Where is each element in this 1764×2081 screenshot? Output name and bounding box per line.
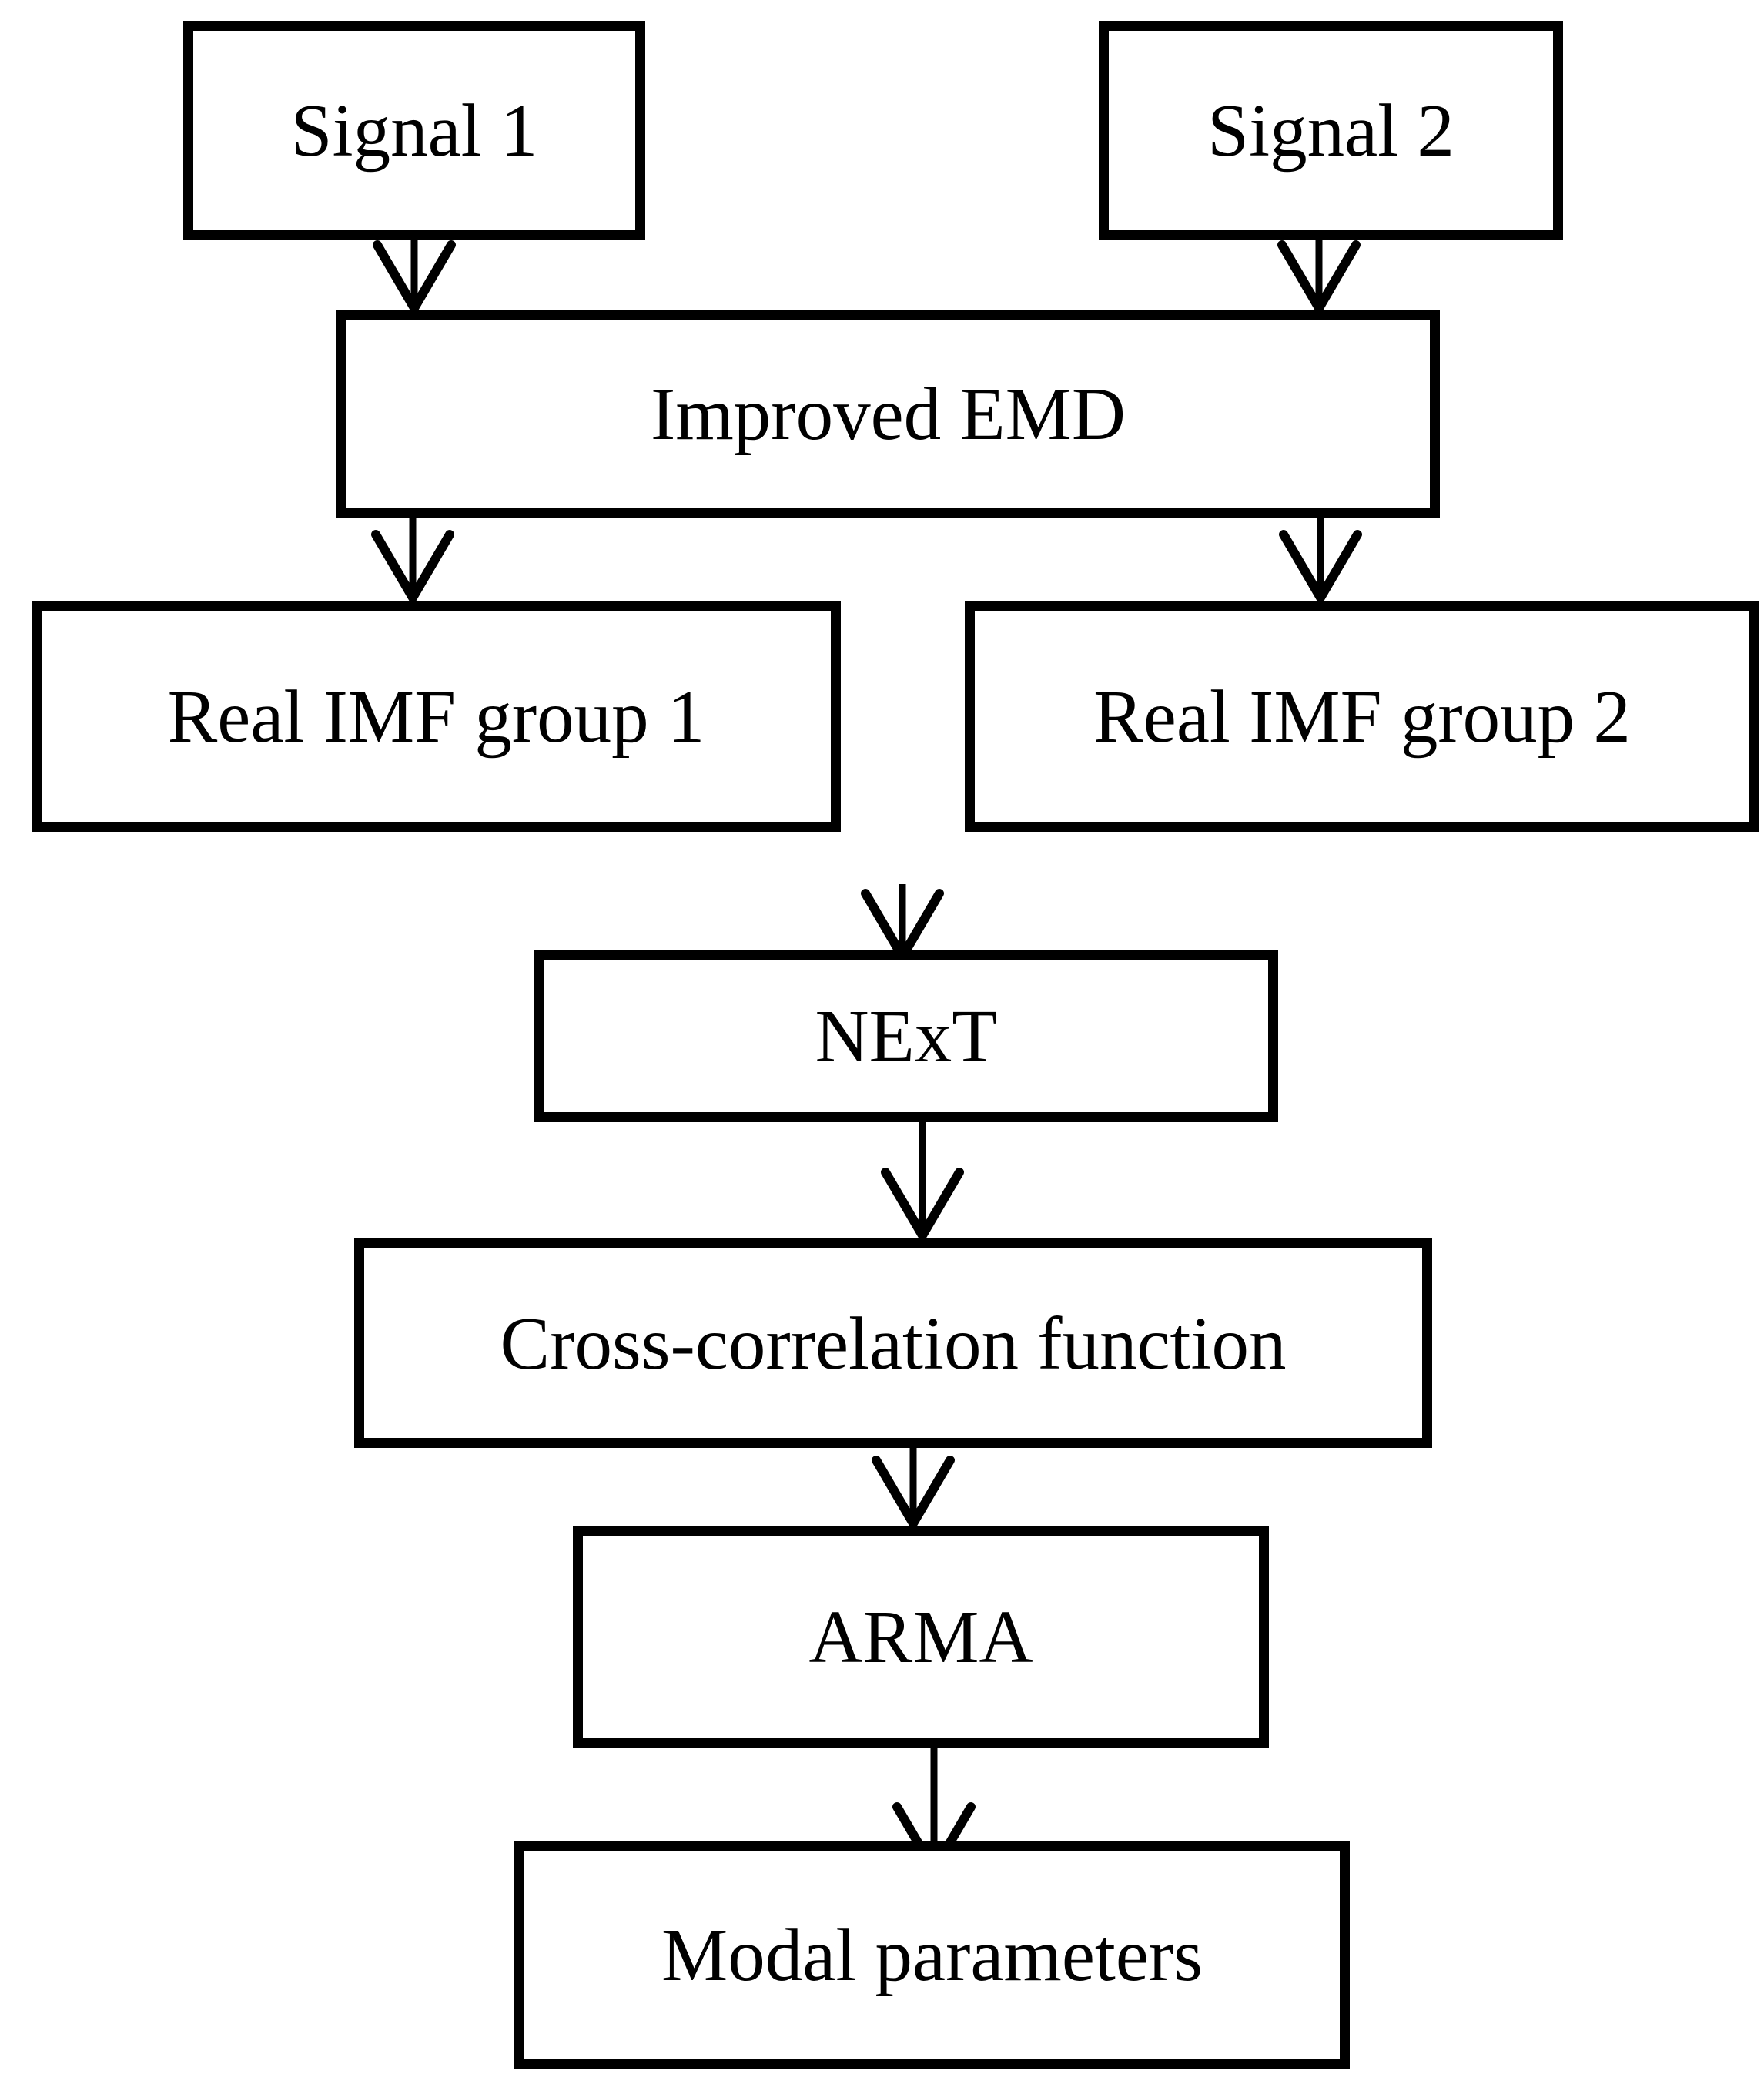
- node-real-imf-group-2: Real IMF group 2: [965, 601, 1759, 832]
- node-label-signal-2: Signal 2: [1207, 89, 1454, 172]
- arrow-into-next: [861, 884, 944, 966]
- arrow-cross-correlation-to-arma: [872, 1448, 955, 1533]
- node-cross-correlation-function: Cross-correlation function: [354, 1238, 1432, 1448]
- node-next: NExT: [534, 950, 1278, 1122]
- arrow-improved-emd-to-real-imf-group-2: [1279, 518, 1362, 607]
- arrow-signal-2-to-improved-emd: [1277, 240, 1361, 317]
- node-real-imf-group-1: Real IMF group 1: [32, 601, 841, 832]
- node-arma: ARMA: [573, 1526, 1269, 1748]
- node-signal-2: Signal 2: [1099, 21, 1563, 240]
- node-label-arma: ARMA: [808, 1596, 1033, 1678]
- node-label-real-imf-group-2: Real IMF group 2: [1093, 675, 1631, 758]
- arrow-improved-emd-to-real-imf-group-1: [371, 518, 454, 607]
- node-signal-1: Signal 1: [183, 21, 645, 240]
- node-label-improved-emd: Improved EMD: [651, 373, 1126, 455]
- arrow-signal-1-to-improved-emd: [373, 240, 456, 317]
- node-label-real-imf-group-1: Real IMF group 1: [167, 675, 705, 758]
- node-label-cross-correlation-function: Cross-correlation function: [500, 1302, 1287, 1385]
- node-label-next: NExT: [815, 995, 998, 1077]
- node-label-modal-parameters: Modal parameters: [661, 1913, 1203, 1996]
- node-modal-parameters: Modal parameters: [514, 1841, 1350, 2069]
- arrow-next-to-cross-correlation: [881, 1122, 964, 1245]
- node-label-signal-1: Signal 1: [290, 89, 538, 172]
- node-improved-emd: Improved EMD: [336, 310, 1440, 518]
